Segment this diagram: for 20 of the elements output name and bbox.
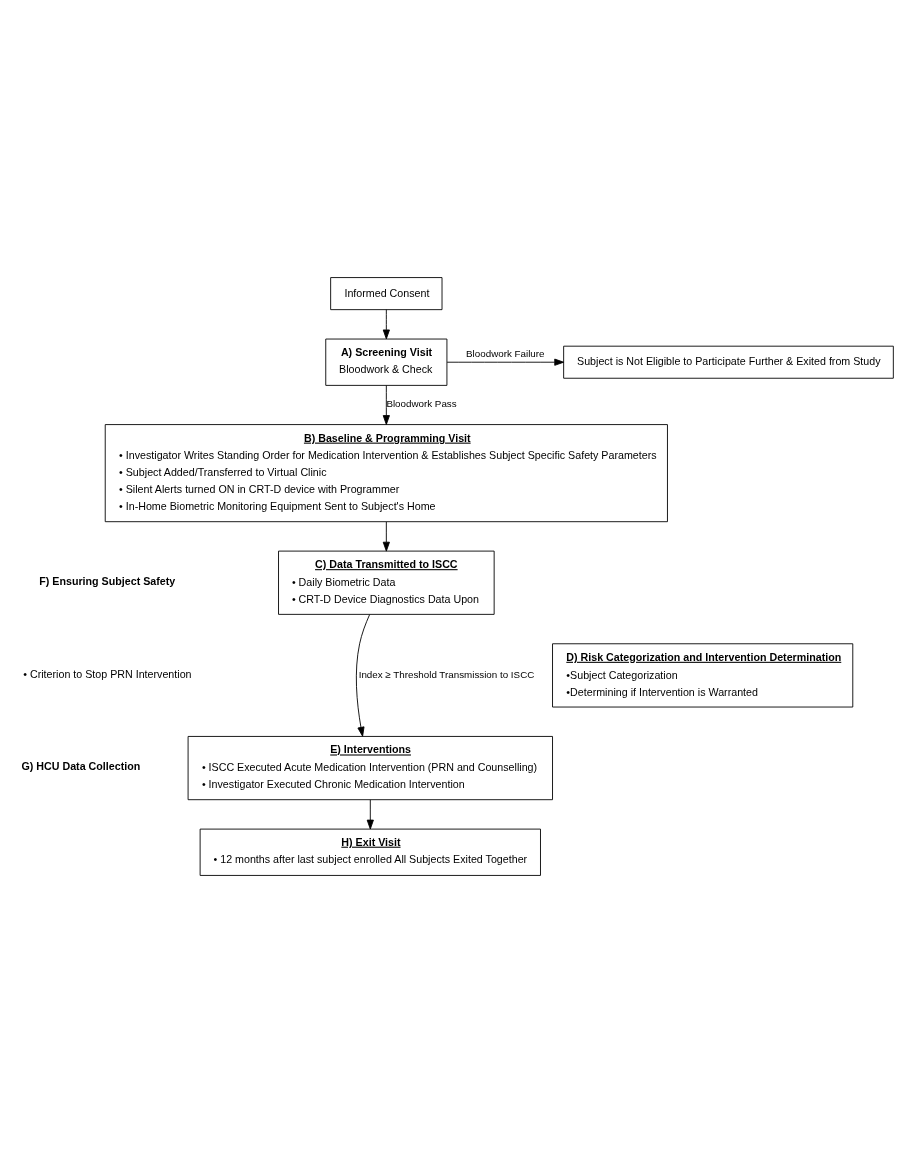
arrow bbox=[382, 385, 390, 425]
arrow bbox=[366, 799, 374, 830]
edge-label: Bloodwork Failure bbox=[466, 347, 545, 359]
node-box: B) Baseline & Programming Visit • Investigator Writes Standing Order for Medication Intervention & Establishes Subject Specific Safety Parameters • Subject Added/Transferred to Virtual Clinic • Silent Alerts turned ON in CRT-D device with Programmer • In-Home Biometric Monitoring Equipment Sent to Subject's Home bbox=[104, 424, 668, 523]
node-box: D) Risk Categorization and Intervention Determination •Subject Categorization •Determining if Intervention is Warranted bbox=[552, 643, 854, 708]
arrow bbox=[382, 521, 390, 552]
edge-label: Index ≥ Threshold Transmission to ISCC bbox=[358, 668, 535, 680]
node-box: A) Screening Visit Bloodwork & Check bbox=[325, 338, 448, 386]
arrow bbox=[355, 614, 371, 737]
node-box: Subject is Not Eligible to Participate Further & Exited from Study bbox=[563, 345, 894, 379]
node-box: H) Exit Visit • 12 months after last subject enrolled All Subjects Exited Together bbox=[199, 828, 541, 876]
label: G) HCU Data Collection bbox=[21, 759, 141, 772]
edge-label: Bloodwork Pass bbox=[386, 398, 457, 410]
arrow bbox=[446, 358, 565, 366]
node-box: C) Data Transmitted to ISCC • Daily Biometric Data • CRT-D Device Diagnostics Data Upon bbox=[278, 550, 495, 615]
arrow bbox=[382, 309, 390, 340]
node-box: E) Interventions • ISCC Executed Acute Medication Intervention (PRN and Counselling) • Investigator Executed Chronic Medication Intervention bbox=[187, 736, 553, 801]
label: • Criterion to Stop PRN Intervention bbox=[23, 668, 192, 681]
node-box: Informed Consent bbox=[330, 277, 443, 311]
label: F) Ensuring Subject Safety bbox=[39, 574, 176, 587]
